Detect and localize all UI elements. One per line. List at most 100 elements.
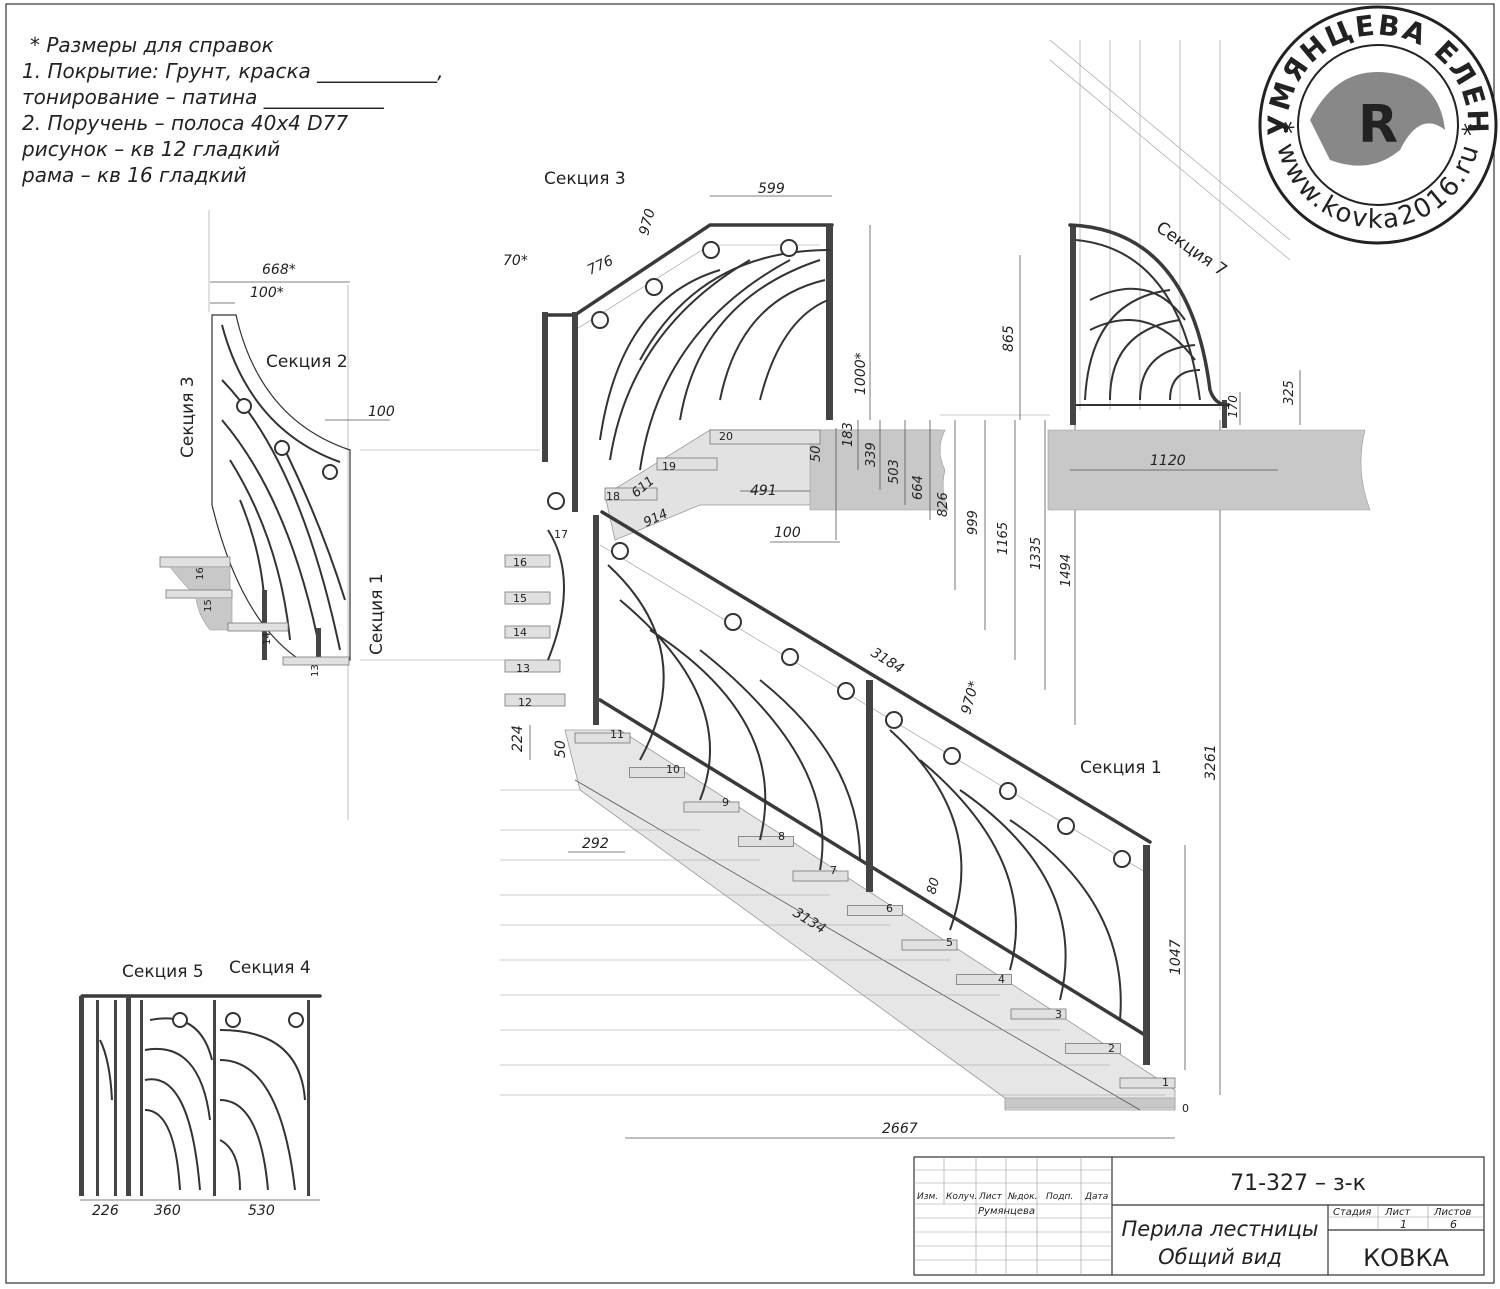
step-number: 18 bbox=[606, 490, 620, 503]
label-section-2: Секция 2 bbox=[266, 352, 348, 372]
side-step-number: 13 bbox=[310, 664, 321, 677]
note-line-3: тонирование – патина ____________ bbox=[22, 85, 385, 109]
stair-tread bbox=[901, 939, 958, 951]
stair-tread bbox=[574, 732, 631, 744]
dim-100-side: 100 bbox=[368, 404, 395, 420]
step-number: 14 bbox=[513, 626, 527, 639]
tb-header-podp: Подп. bbox=[1046, 1192, 1073, 1202]
note-line-6: рама – кв 16 гладкий bbox=[21, 163, 247, 187]
tb-header-kol: Колуч. bbox=[946, 1192, 977, 1202]
step-number: 8 bbox=[778, 830, 785, 843]
tb-sheet-number: 1 bbox=[1400, 1218, 1407, 1231]
dim-503: 503 bbox=[887, 459, 902, 484]
sections-4-5-view: Секция 5 Секция 4 226 360 530 bbox=[79, 958, 322, 1219]
step-number: 3 bbox=[1055, 1008, 1062, 1021]
main-stair-view: 0123456789101112131415161718192016151413… bbox=[195, 169, 1221, 1139]
dim-776: 776 bbox=[585, 253, 616, 279]
stair-tread bbox=[847, 905, 903, 916]
dim-1000: 1000* bbox=[853, 352, 869, 395]
sheet-border bbox=[5, 3, 1495, 1284]
note-line-4: 2. Поручень – полоса 40х4 D77 bbox=[22, 111, 348, 135]
step-number: 6 bbox=[886, 902, 893, 915]
tb-sheets-count: 6 bbox=[1450, 1218, 1457, 1231]
step-number: 2 bbox=[1108, 1042, 1115, 1055]
label-section-1: Секция 1 bbox=[1080, 758, 1162, 778]
section-7-view: Секция 7 865 325 170 1120 bbox=[1001, 218, 1371, 511]
label-section-5: Секция 5 bbox=[122, 962, 204, 982]
landing-floor bbox=[809, 429, 949, 511]
dim-100-landing: 100 bbox=[774, 525, 801, 541]
dim-226: 226 bbox=[92, 1203, 119, 1219]
tb-header-ndok: №док. bbox=[1007, 1192, 1037, 1202]
step-number: 13 bbox=[516, 662, 530, 675]
dim-970-top: 970 bbox=[636, 207, 658, 237]
step-number: 5 bbox=[946, 936, 953, 949]
stair-tread bbox=[1010, 1008, 1067, 1020]
archer-silhouette-icon bbox=[1310, 72, 1445, 166]
tb-header-list: Лист bbox=[978, 1192, 1003, 1202]
step-number: 10 bbox=[666, 763, 680, 776]
step-number: 15 bbox=[513, 592, 527, 605]
dim-1047: 1047 bbox=[1168, 939, 1184, 975]
dim-865: 865 bbox=[1001, 325, 1017, 352]
step-number: 11 bbox=[610, 728, 624, 741]
dim-100-top: 100* bbox=[250, 285, 284, 301]
tb-header-data: Дата bbox=[1084, 1192, 1108, 1202]
step-number: 1 bbox=[1162, 1076, 1169, 1089]
stair-tread bbox=[1119, 1077, 1176, 1089]
dim-183: 183 bbox=[841, 422, 856, 447]
dim-292: 292 bbox=[582, 836, 609, 852]
tb-title-line-1: Перила лестницы bbox=[1121, 1217, 1318, 1241]
side-step-number: 16 bbox=[195, 567, 206, 580]
dim-999: 999 bbox=[966, 510, 981, 535]
dim-339: 339 bbox=[864, 442, 879, 467]
tb-header-sheets: Листов bbox=[1433, 1207, 1471, 1218]
stair-tread bbox=[629, 767, 685, 778]
label-section-7: Секция 7 bbox=[1152, 218, 1230, 281]
step-number: 20 bbox=[719, 430, 733, 443]
dim-50-landing: 50 bbox=[809, 445, 824, 462]
note-line-1: * Размеры для справок bbox=[30, 33, 274, 57]
section-2-view: 668* 100* 100 Секция 2 Секция 3 Секция 1 bbox=[159, 210, 395, 820]
dim-491: 491 bbox=[750, 483, 777, 499]
step-number: 0 bbox=[1182, 1102, 1189, 1115]
dim-80: 80 bbox=[924, 876, 943, 896]
dim-50-bottom: 50 bbox=[553, 740, 569, 758]
dim-170: 170 bbox=[1226, 395, 1240, 418]
step-number: 17 bbox=[554, 528, 568, 541]
label-section-1-side: Секция 1 bbox=[367, 573, 387, 655]
dim-2667: 2667 bbox=[882, 1121, 918, 1137]
side-step-number: 15 bbox=[203, 599, 214, 612]
dim-3184: 3184 bbox=[868, 645, 907, 677]
step-number: 16 bbox=[513, 556, 527, 569]
tb-drawing-code: 71-327 – з-к bbox=[1230, 1171, 1366, 1196]
dim-224: 224 bbox=[510, 725, 526, 752]
dim-826: 826 bbox=[936, 492, 951, 517]
label-section-3-side: Секция 3 bbox=[178, 376, 198, 458]
dim-1165: 1165 bbox=[996, 522, 1011, 555]
dim-70: 70* bbox=[503, 253, 528, 269]
tb-author: Румянцева bbox=[978, 1206, 1035, 1217]
dim-970-mid: 970* bbox=[958, 679, 982, 716]
lower-flight-steps bbox=[574, 732, 1176, 1089]
dim-1335: 1335 bbox=[1029, 537, 1044, 570]
stair-tread bbox=[956, 974, 1012, 985]
stair-tread bbox=[1065, 1043, 1121, 1054]
label-section-3-top: Секция 3 bbox=[544, 169, 626, 189]
step-number: 19 bbox=[662, 460, 676, 473]
dim-1120: 1120 bbox=[1150, 453, 1186, 469]
dim-325: 325 bbox=[1282, 380, 1297, 405]
notes-block: * Размеры для справок 1. Покрытие: Грунт… bbox=[21, 33, 444, 187]
note-line-5: рисунок – кв 12 гладкий bbox=[21, 137, 280, 161]
stair-tread bbox=[792, 870, 849, 882]
title-block: Изм. Колуч. Лист №док. Подп. Дата Румянц… bbox=[913, 1156, 1485, 1276]
dim-530: 530 bbox=[248, 1203, 275, 1219]
step-number: 12 bbox=[518, 696, 532, 709]
step-number: 7 bbox=[830, 864, 837, 877]
stamp-letter: R bbox=[1358, 95, 1398, 155]
dim-664: 664 bbox=[911, 475, 926, 500]
reference-lines bbox=[360, 414, 1165, 1096]
dim-668: 668* bbox=[262, 262, 296, 278]
